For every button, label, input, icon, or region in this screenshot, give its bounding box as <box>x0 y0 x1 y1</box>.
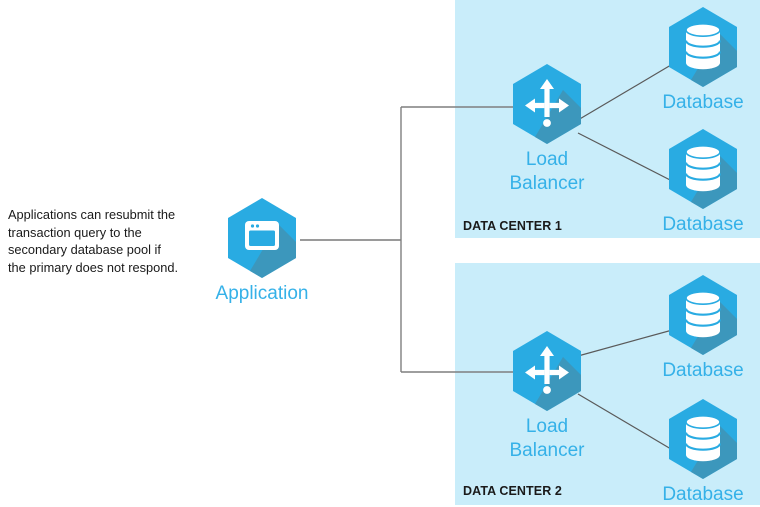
connector-lb2-db2b <box>577 393 677 453</box>
load-balancer-arrows-icon <box>511 63 583 145</box>
database-cylinder-icon <box>667 274 739 356</box>
data-center-1-label: DATA CENTER 1 <box>463 219 562 233</box>
node-label-database-1b: Database <box>662 214 744 235</box>
data-center-2-label: DATA CENTER 2 <box>463 484 562 498</box>
connector-lb1-db1b <box>577 132 677 184</box>
database-cylinder-icon <box>667 128 739 210</box>
connector-lb2-db2a <box>577 328 677 357</box>
load-balancer-arrows-icon <box>511 330 583 412</box>
diagram-caption: Applications can resubmit the transactio… <box>8 207 179 275</box>
database-cylinder-icon <box>667 398 739 480</box>
database-cylinder-icon <box>667 6 739 88</box>
node-label-database-2b: Database <box>662 484 744 505</box>
node-label-database-2a: Database <box>662 360 744 381</box>
application-window-icon <box>226 197 298 279</box>
node-label-load-balancer-2: Load Balancer <box>509 416 585 461</box>
node-label-database-1a: Database <box>662 92 744 113</box>
node-label-load-balancer-1: Load Balancer <box>509 149 585 194</box>
connector-lb1-db1a <box>577 61 677 121</box>
node-label-application: Application <box>215 283 309 304</box>
